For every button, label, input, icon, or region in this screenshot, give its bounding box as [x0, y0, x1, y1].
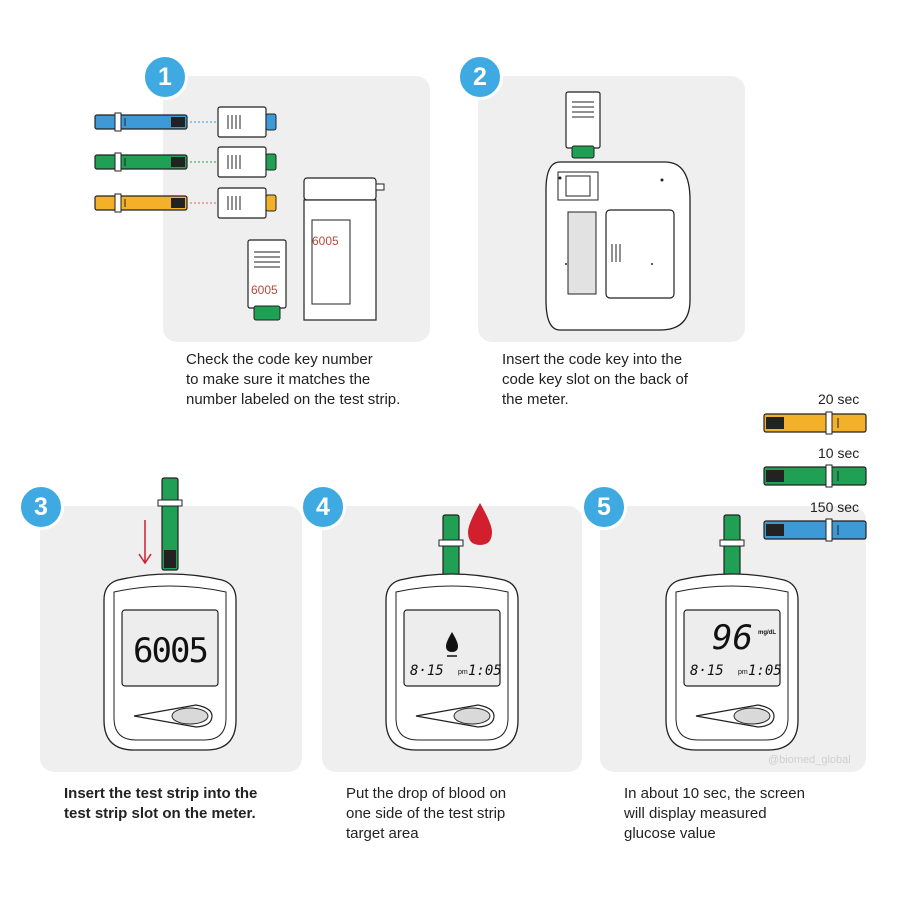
timed-strip-blue [763, 518, 867, 542]
vial-code-number-label: 6005 [312, 234, 339, 248]
meter-5-reading: 96 [712, 618, 753, 658]
strip-time-150: 150 sec [810, 499, 860, 515]
meter-4-ampm: pm [458, 669, 468, 676]
step-1-caption: Check the code key number to make sure i… [186, 351, 401, 408]
step-5-caption: In about 10 sec, the screen will display… [624, 785, 805, 842]
step-1-badge: 1 [142, 54, 188, 100]
code-key-number-label: 6005 [251, 283, 278, 297]
meter-4-date: 8·15 [410, 663, 444, 679]
step-5-badge: 5 [581, 484, 627, 530]
meter-5-date: 8·15 [690, 663, 724, 679]
watermark: @biomed_global [768, 754, 851, 766]
step-2-caption: Insert the code key into the code key sl… [502, 351, 688, 408]
meter-4-time: 1:05 [468, 663, 502, 679]
step-1-panel [163, 76, 430, 342]
step-4-caption: Put the drop of blood on one side of the… [346, 785, 507, 842]
meter-5-time: 1:05 [748, 663, 782, 679]
timed-strip-yellow [763, 411, 867, 435]
meter-5-ampm: pm [738, 669, 748, 676]
step-2-badge: 2 [457, 54, 503, 100]
step-4-badge: 4 [300, 484, 346, 530]
step-3-caption: Insert the test strip into the test stri… [64, 785, 258, 822]
strip-time-20: 20 sec [818, 391, 860, 407]
timed-strip-green [763, 464, 867, 488]
meter-3-display: 6005 [133, 631, 209, 671]
strip-time-10: 10 sec [818, 445, 860, 461]
meter-5-unit: mg/dL [758, 630, 776, 636]
step-3-badge: 3 [18, 484, 64, 530]
